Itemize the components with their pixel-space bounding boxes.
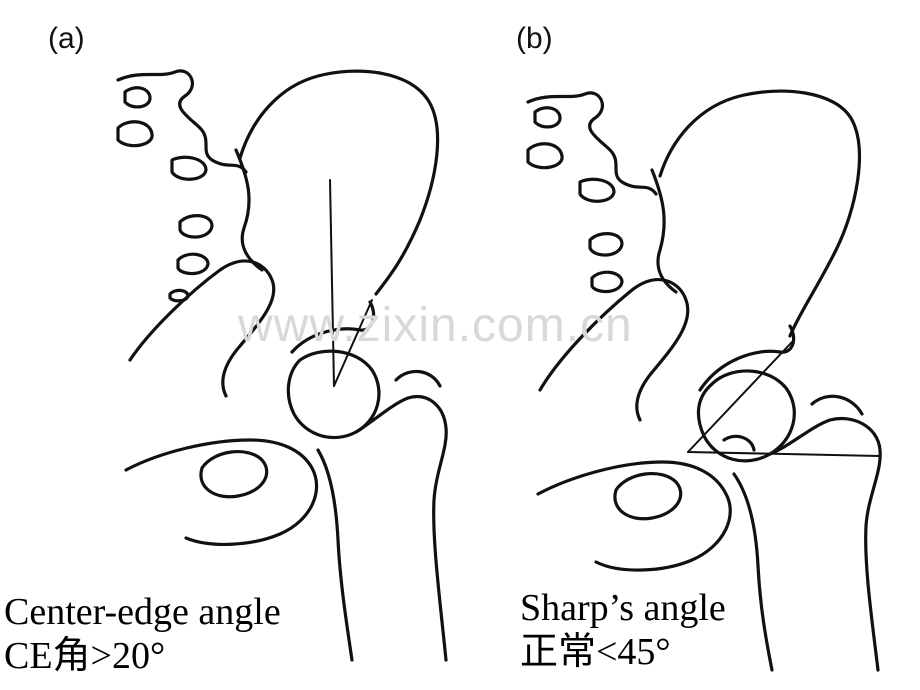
sacral-segment	[526, 142, 564, 170]
ischium	[536, 460, 732, 572]
sharp-acetabular-line	[687, 341, 793, 453]
sacrum-outline	[526, 91, 658, 196]
sacral-segment	[170, 155, 208, 181]
panel-b-label: (b)	[516, 22, 553, 55]
sacral-segment	[578, 177, 616, 203]
iliac-wing	[238, 69, 440, 296]
panel-b-caption: Sharp’s angle 正常<45°	[520, 586, 726, 674]
panel-a-caption-value: CE角>20°	[4, 635, 166, 677]
obturator-foramen	[199, 450, 269, 499]
panel-a-label: (a)	[48, 22, 85, 55]
sharp-teardrop-line	[687, 451, 881, 457]
sacral-segment	[533, 106, 562, 129]
panel-a-caption-title: Center-edge angle	[4, 591, 281, 633]
superior-ramus	[538, 278, 690, 422]
sacral-segment	[123, 86, 152, 109]
femoral-neck	[768, 417, 882, 672]
sacral-segment	[116, 120, 154, 148]
watermark-text: www.zixin.com.cn	[238, 299, 633, 352]
ischium	[124, 438, 319, 546]
femoral-neck	[354, 395, 448, 662]
sacroiliac-joint	[650, 168, 678, 294]
acetabulum-roof	[290, 300, 376, 354]
greater-trochanter	[810, 394, 864, 416]
femur-shaft-medial	[316, 448, 354, 662]
panel-b-caption-title: Sharp’s angle	[520, 587, 726, 629]
sacral-segment	[176, 252, 210, 276]
acetabulum-roof	[698, 324, 796, 392]
sacrum-outline	[116, 69, 248, 174]
ce-edge-line	[333, 299, 373, 387]
ce-vertical-line	[329, 179, 335, 387]
obturator-foramen	[613, 472, 683, 521]
sacral-segment	[178, 214, 214, 239]
femur-shaft-medial	[732, 472, 774, 672]
iliac-wing	[658, 89, 862, 338]
panel-b-drawing	[526, 89, 882, 672]
lesser-trochanter	[722, 434, 756, 452]
panel-a-drawing	[116, 69, 448, 662]
sacral-segment	[590, 270, 624, 294]
superior-ramus	[128, 259, 276, 398]
panel-b-caption-value: 正常<45°	[520, 631, 671, 673]
sacroiliac-joint	[234, 148, 264, 272]
panel-a-caption: Center-edge angle CE角>20°	[4, 590, 281, 678]
greater-trochanter	[394, 369, 442, 388]
sacral-segment	[588, 232, 624, 257]
